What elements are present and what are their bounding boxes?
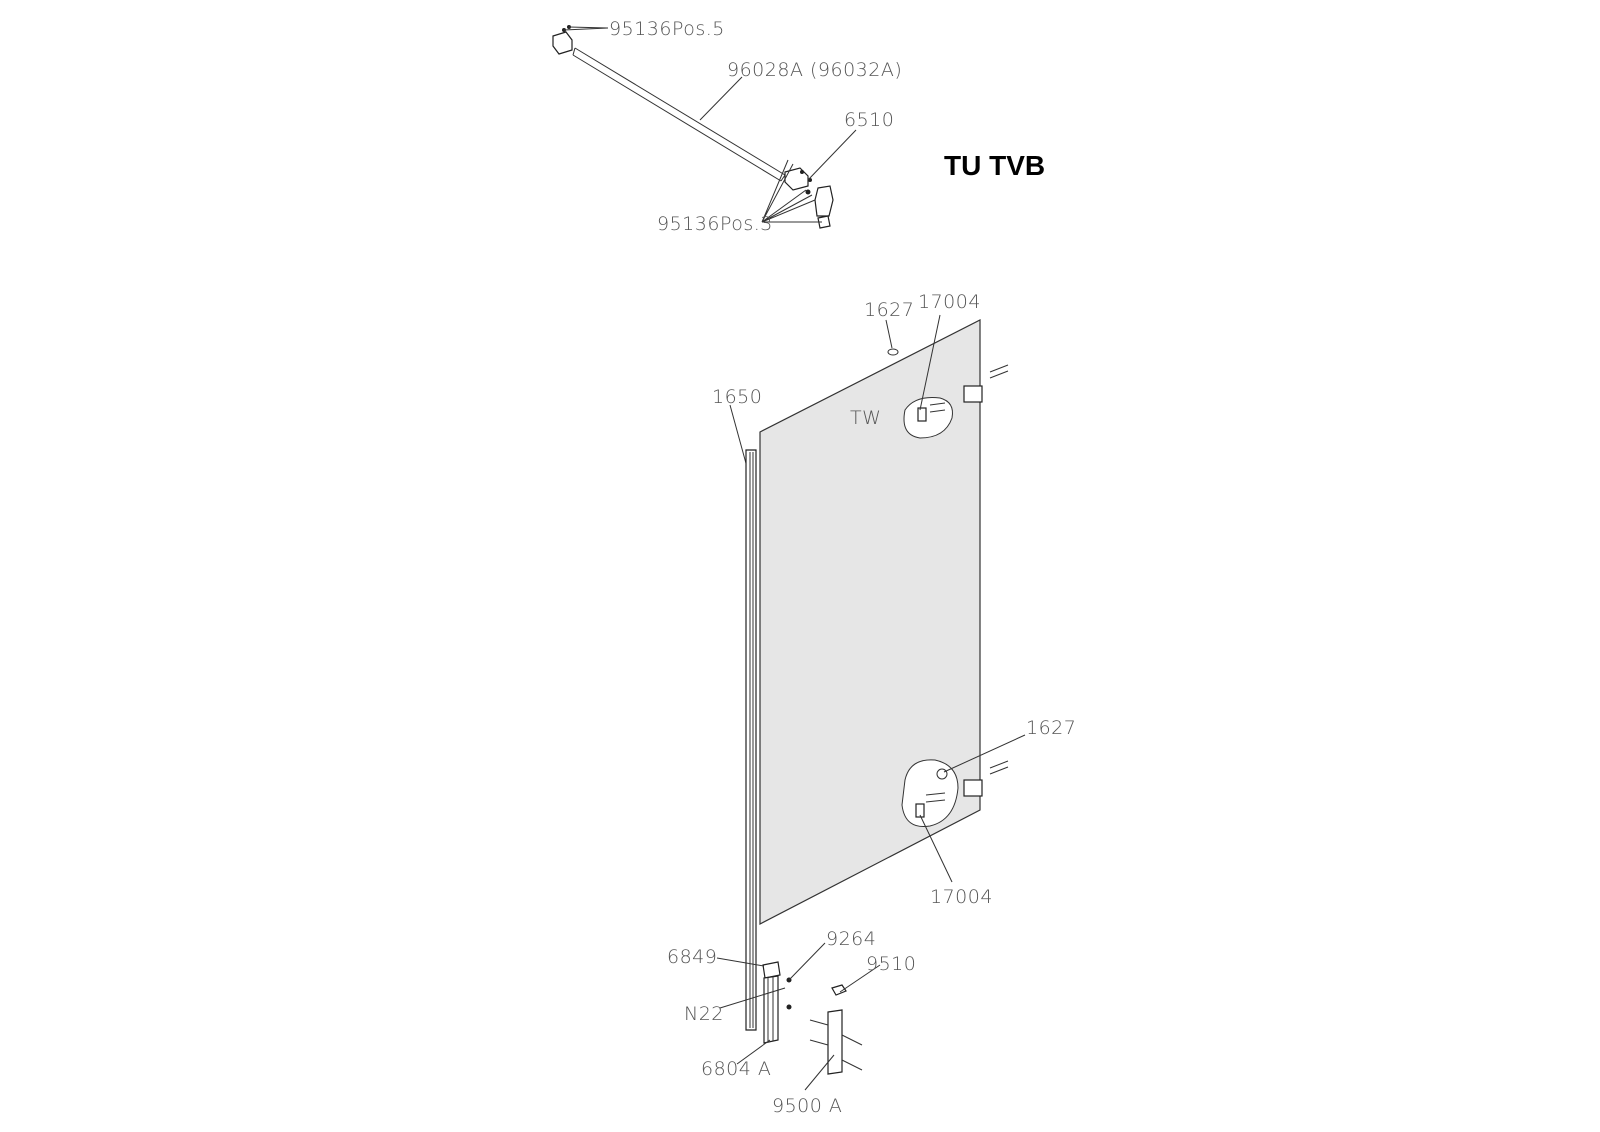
end-cap-left [552,31,573,55]
label-9264: 9264 [826,928,876,950]
bracket-6510 [814,185,834,217]
clip-part [817,215,831,229]
label-95136-pos3: 95136Pos.3 [657,213,773,235]
label-1627-top: 1627 [864,299,914,321]
profile-1650 [745,449,757,1031]
label-9510: 9510 [866,953,916,975]
seal-1627 [887,348,899,356]
profile-6804A [763,975,779,1044]
cap-9510 [831,984,847,996]
label-96028A: 96028A (96032A) [727,59,902,81]
hinge-plate [915,803,925,818]
label-6804A: 6804 A [701,1058,771,1080]
nut-icon [786,1004,792,1010]
hinge-block-bottom [963,779,983,797]
seal-1627 [936,768,948,780]
label-17004-top: 17004 [918,291,981,313]
label-1650: 1650 [712,386,762,408]
label-N22: N22 [684,1003,724,1025]
label-1627-bottom: 1627 [1026,717,1076,739]
hinge-plate [917,407,927,422]
post-9500A [827,1009,843,1075]
rail-96028A [572,47,786,182]
label-6510: 6510 [844,109,894,131]
connector-block [784,167,809,191]
panel-label-TW: TW [850,407,881,429]
label-9500A: 9500 A [772,1095,842,1117]
hinge-block-top [963,385,983,403]
drawing-title: TU TVB [944,150,1045,181]
part-6849 [762,961,781,979]
screw-icon [800,170,804,174]
hinge-cutout-top [903,397,953,439]
screw-icon [805,189,811,195]
top-rail-assembly [552,25,857,229]
label-95136-pos5: 95136Pos.5 [609,18,725,40]
label-17004-bottom: 17004 [930,886,993,908]
label-6849: 6849 [667,946,717,968]
